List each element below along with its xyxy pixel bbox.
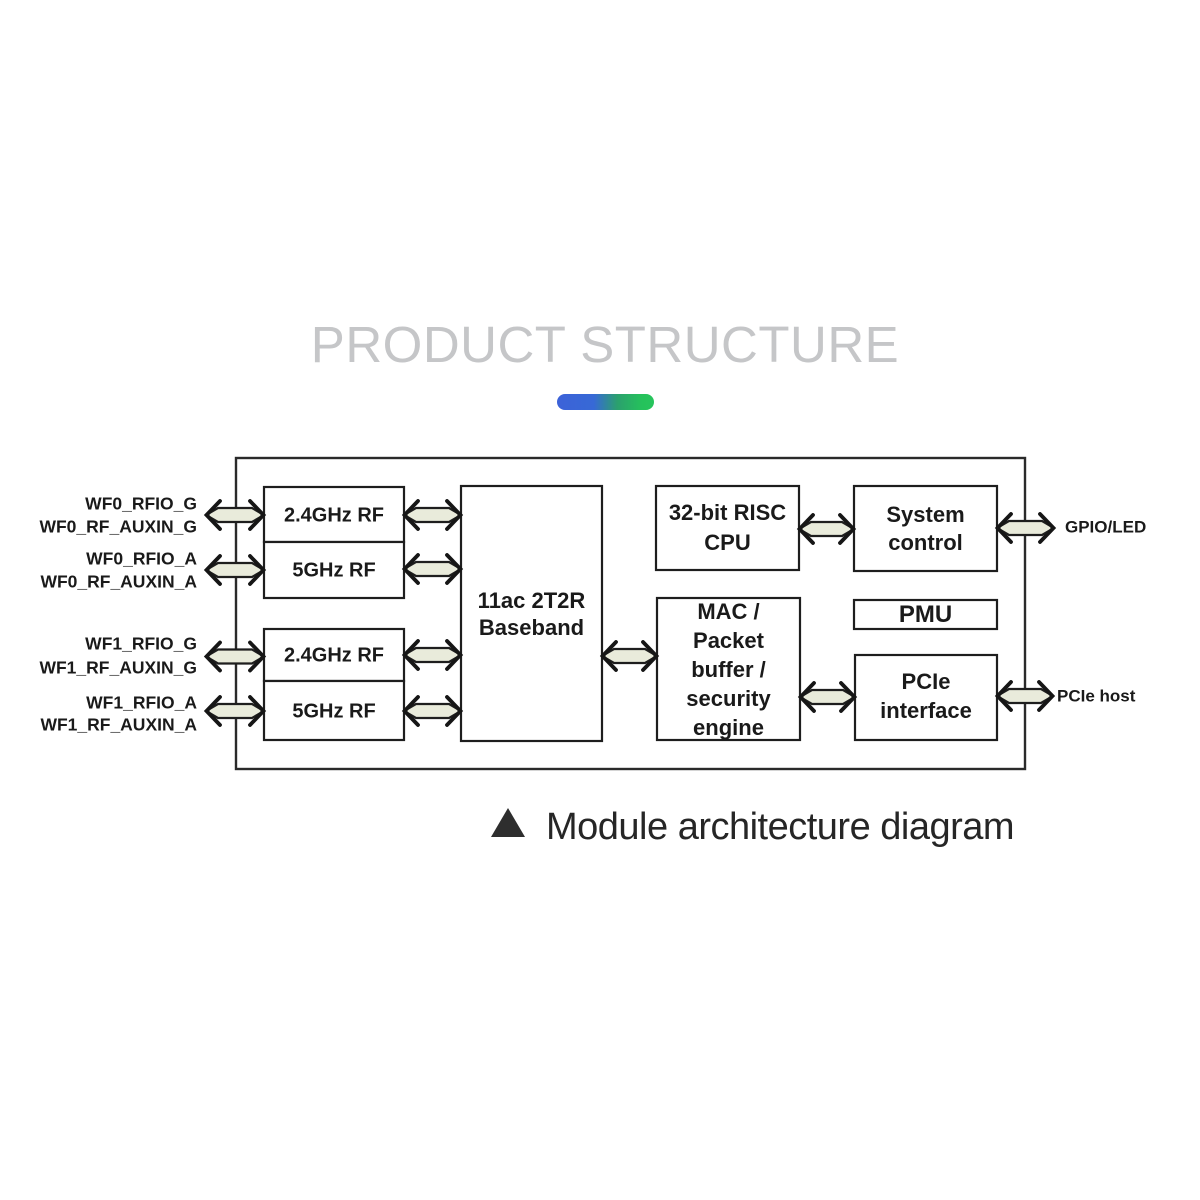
svg-text:PCIe: PCIe [902, 669, 951, 694]
svg-text:32-bit RISC: 32-bit RISC [669, 500, 786, 525]
svg-text:WF0_RF_AUXIN_G: WF0_RF_AUXIN_G [39, 517, 197, 537]
svg-text:PMU: PMU [899, 601, 952, 628]
svg-text:engine: engine [693, 715, 764, 740]
svg-text:5GHz RF: 5GHz RF [292, 700, 375, 722]
svg-text:interface: interface [880, 698, 972, 723]
svg-text:Baseband: Baseband [479, 615, 584, 640]
svg-text:CPU: CPU [704, 530, 750, 555]
svg-text:buffer /: buffer / [691, 657, 766, 682]
svg-text:2.4GHz RF: 2.4GHz RF [284, 504, 384, 526]
svg-text:MAC /: MAC / [697, 599, 759, 624]
svg-text:11ac 2T2R: 11ac 2T2R [478, 588, 586, 613]
svg-text:WF0_RF_AUXIN_A: WF0_RF_AUXIN_A [40, 572, 197, 592]
svg-text:System: System [886, 502, 964, 527]
svg-text:WF1_RF_AUXIN_G: WF1_RF_AUXIN_G [39, 658, 197, 678]
svg-text:WF0_RFIO_G: WF0_RFIO_G [85, 494, 197, 514]
svg-text:2.4GHz RF: 2.4GHz RF [284, 644, 384, 666]
svg-text:5GHz RF: 5GHz RF [292, 559, 375, 581]
svg-text:WF1_RFIO_A: WF1_RFIO_A [86, 693, 197, 713]
svg-text:control: control [888, 530, 963, 555]
svg-text:GPIO/LED: GPIO/LED [1065, 517, 1146, 536]
svg-text:Packet: Packet [693, 628, 765, 653]
svg-text:security: security [686, 686, 771, 711]
svg-text:WF0_RFIO_A: WF0_RFIO_A [86, 549, 197, 569]
svg-text:PCIe host: PCIe host [1057, 686, 1136, 705]
svg-text:WF1_RFIO_G: WF1_RFIO_G [85, 634, 197, 654]
svg-text:WF1_RF_AUXIN_A: WF1_RF_AUXIN_A [40, 715, 197, 735]
